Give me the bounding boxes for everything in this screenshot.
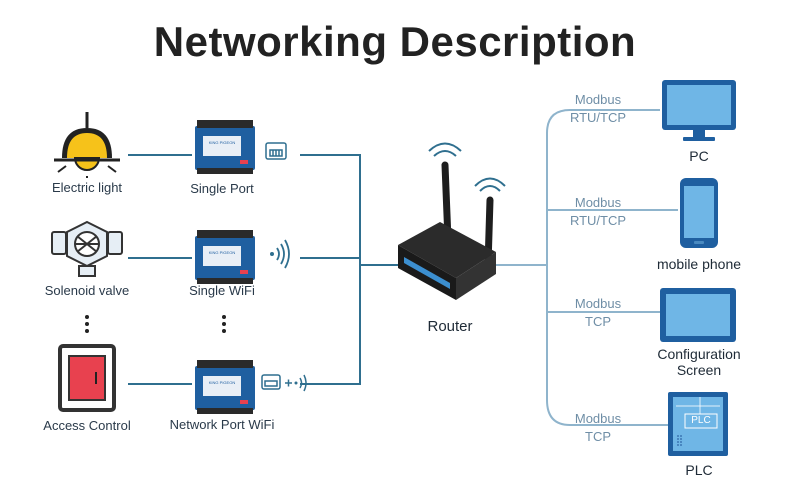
more-devices-ellipsis: [85, 315, 89, 333]
protocol-line: TCP: [585, 429, 611, 444]
router-label: Router: [427, 318, 473, 335]
io-module-single-wifi: [195, 230, 255, 284]
protocol-line: Modbus: [574, 411, 622, 426]
electric-light-icon: [54, 112, 120, 178]
module-brand-label: KING PIGEON: [208, 380, 236, 385]
pc-label: PC: [689, 148, 709, 164]
single-wifi-label: Single WiFi: [189, 283, 255, 298]
network-port-wifi-label: Network Port WiFi: [169, 417, 275, 432]
mobile-phone-icon: [680, 178, 718, 248]
configuration-screen-icon: [660, 288, 736, 342]
module-brand-label: KING PIGEON: [208, 140, 236, 145]
protocol-label-configuration-screen: Modbus TCP: [553, 295, 643, 331]
protocol-line: Modbus: [574, 296, 622, 311]
ethernet-port-icon: [265, 142, 287, 160]
access-control-icon: [58, 344, 116, 412]
io-module-single-port: [195, 120, 255, 174]
protocol-line: Modbus: [574, 92, 622, 107]
page-title: Networking Description: [153, 18, 637, 65]
protocol-line: RTU/TCP: [569, 110, 627, 125]
protocol-line: RTU/TCP: [569, 213, 627, 228]
wifi-signal-icon: [270, 239, 290, 269]
access-control-label: Access Control: [43, 418, 131, 433]
io-module-network-port-wifi: [195, 360, 255, 414]
right-connection-lines: [496, 109, 678, 426]
solenoid-valve-label: Solenoid valve: [44, 283, 130, 298]
solenoid-valve-icon: [51, 220, 123, 277]
left-connection-lines: [128, 154, 400, 385]
router-icon: [398, 142, 506, 300]
protocol-line: Modbus: [574, 195, 622, 210]
module-brand-label: KING PIGEON: [208, 250, 236, 255]
configuration-screen-label-line1: Configuration: [657, 346, 741, 362]
protocol-line: TCP: [585, 314, 611, 329]
protocol-label-pc: Modbus RTU/TCP: [553, 91, 643, 127]
configuration-screen-label-line2: Screen: [676, 362, 722, 378]
pc-icon: [662, 80, 736, 141]
configuration-screen-label: Configuration Screen: [639, 346, 759, 378]
ethernet-plus-wifi-icon: [261, 374, 307, 392]
mobile-phone-label: mobile phone: [656, 256, 742, 272]
protocol-label-plc: Modbus TCP: [553, 410, 643, 446]
more-modules-ellipsis: [222, 315, 226, 333]
plc-icon: [668, 392, 728, 456]
plc-label: PLC: [685, 462, 713, 478]
protocol-label-mobile: Modbus RTU/TCP: [553, 194, 643, 230]
plc-screen-text: PLC: [691, 415, 711, 426]
single-port-label: Single Port: [190, 181, 254, 196]
electric-light-label: Electric light: [51, 180, 123, 195]
